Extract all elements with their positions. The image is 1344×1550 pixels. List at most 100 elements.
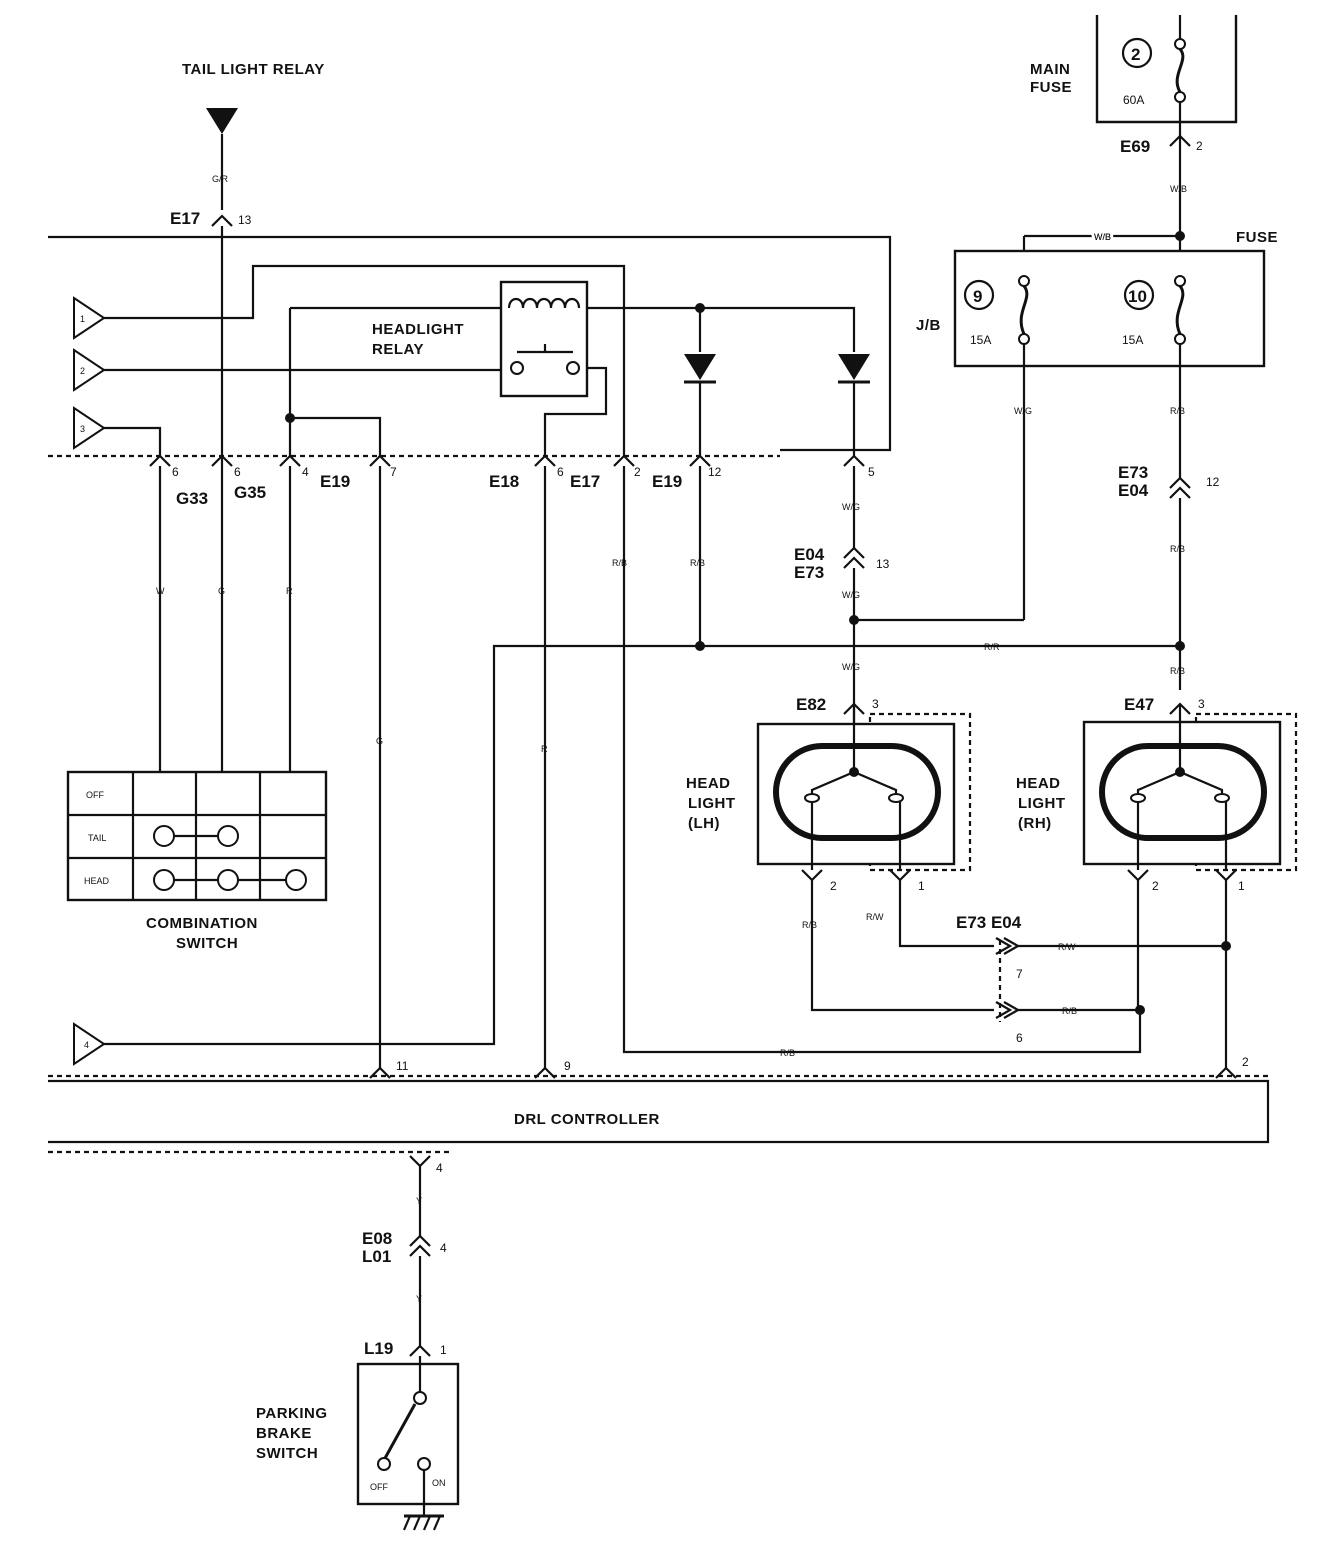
wire-color-label: G (218, 586, 225, 596)
connector-e19-label: E19 (652, 472, 682, 491)
connector-g33-label: G33 (176, 489, 208, 508)
switch-row-head: HEAD (84, 876, 110, 886)
wire-color-label: R (286, 586, 293, 596)
connector-e19-label: E19 (320, 472, 350, 491)
wire-color-label: R/B (780, 1048, 795, 1058)
connector-e69-label: E69 (1120, 137, 1150, 156)
pin-label: 6 (234, 465, 241, 479)
tag-3: 3 (80, 424, 85, 434)
tail-light-relay-label: TAIL LIGHT RELAY (182, 61, 325, 78)
pin-label: 9 (564, 1059, 571, 1073)
pin-label: 5 (868, 465, 875, 479)
fuse-9-amp: 15A (970, 333, 991, 347)
pin-label: 3 (1198, 697, 1205, 711)
wire-color-label: R/B (690, 558, 705, 568)
fuse-9-number: 9 (973, 287, 982, 306)
wire-color-label: W/B (1094, 232, 1111, 242)
pin-label: 2 (1196, 139, 1203, 153)
tag-4: 4 (84, 1040, 89, 1050)
tail-light-relay: TAIL LIGHT RELAY G/R E17 13 (170, 61, 325, 772)
wire-color-label: G (376, 736, 383, 746)
wire-color-label: W/G (842, 662, 860, 672)
wire-color-label: R/B (1170, 406, 1185, 416)
drl-controller: DRL CONTROLLER 11 9 2 4 (48, 1055, 1270, 1175)
tag-1: 1 (80, 314, 85, 324)
pin-label: 3 (872, 697, 879, 711)
headlight-cross-wiring: E73 E04 7 6 R/W R/B (810, 704, 1231, 1068)
pin-label: 1 (1238, 879, 1245, 893)
connector-e17-label: E17 (570, 472, 600, 491)
fuse-10-number: 10 (1128, 287, 1147, 306)
connector-e18-label: E18 (489, 472, 519, 491)
pin-label: 7 (390, 465, 397, 479)
pin-label: 2 (1152, 879, 1159, 893)
pin-label: 4 (440, 1241, 447, 1255)
wire-color-label: Y (416, 1196, 422, 1206)
pin-label: 6 (172, 465, 179, 479)
input-tags: 1 2 3 4 (73, 296, 106, 1066)
wire-color-label: R/B (1170, 544, 1185, 554)
pin-label: 1 (918, 879, 925, 893)
connector-e73-e04-label: E73 E04 (956, 913, 1022, 932)
wire-color-label: W/B (1094, 232, 1111, 242)
pin-label: 2 (830, 879, 837, 893)
pin-label: 4 (436, 1161, 443, 1175)
connector-row: 6 G33 6 G35 4 E19 7 E18 6 E17 2 E19 12 5 (149, 454, 875, 508)
wire-color-label: W (156, 586, 165, 596)
wire-color-label: W/G (1014, 406, 1032, 416)
pin-label: 13 (876, 557, 890, 571)
jb-label: J/B (916, 317, 941, 334)
connector-e82-label: E82 (796, 695, 826, 714)
wire-color-label: R/B (802, 920, 817, 930)
tag-2: 2 (80, 366, 85, 376)
main-fuse-number: 2 (1131, 45, 1140, 64)
pin-label: 12 (708, 465, 722, 479)
wire-color-label: R/W (1058, 942, 1076, 952)
main-fuse-amp: 60A (1123, 93, 1144, 107)
connector-g35-label: G35 (234, 483, 266, 502)
switch-row-off: OFF (86, 790, 104, 800)
parking-brake-on-label: ON (432, 1478, 446, 1488)
connector-e17-label: E17 (170, 209, 200, 228)
wire-color-label: R/R (984, 642, 1000, 652)
connector-e47-label: E47 (1124, 695, 1154, 714)
wire-color-label: Y (416, 1294, 422, 1304)
relay-unit-wiring (104, 264, 856, 456)
pin-label: 13 (238, 213, 252, 227)
fuse-10-amp: 15A (1122, 333, 1143, 347)
pin-label: 2 (634, 465, 641, 479)
fuse-label: FUSE (1236, 229, 1278, 246)
pin-label: 7 (1016, 967, 1023, 981)
pin-label: 12 (1206, 475, 1220, 489)
wire-color-label: G/R (212, 174, 229, 184)
wire-color-label: R/B (612, 558, 627, 568)
pin-label: 6 (1016, 1031, 1023, 1045)
drl-controller-label: DRL CONTROLLER (514, 1111, 660, 1128)
diodes (684, 354, 870, 456)
wire-color-label: W/G (842, 590, 860, 600)
pin-label: 6 (557, 465, 564, 479)
wire-color-label: R (541, 744, 548, 754)
pin-label: 1 (440, 1343, 447, 1357)
wire-color-label: R/B (1062, 1006, 1077, 1016)
parking-brake-off-label: OFF (370, 1482, 388, 1492)
switch-row-tail: TAIL (88, 833, 106, 843)
pin-label: 4 (302, 465, 309, 479)
pin-label: 11 (396, 1059, 409, 1073)
